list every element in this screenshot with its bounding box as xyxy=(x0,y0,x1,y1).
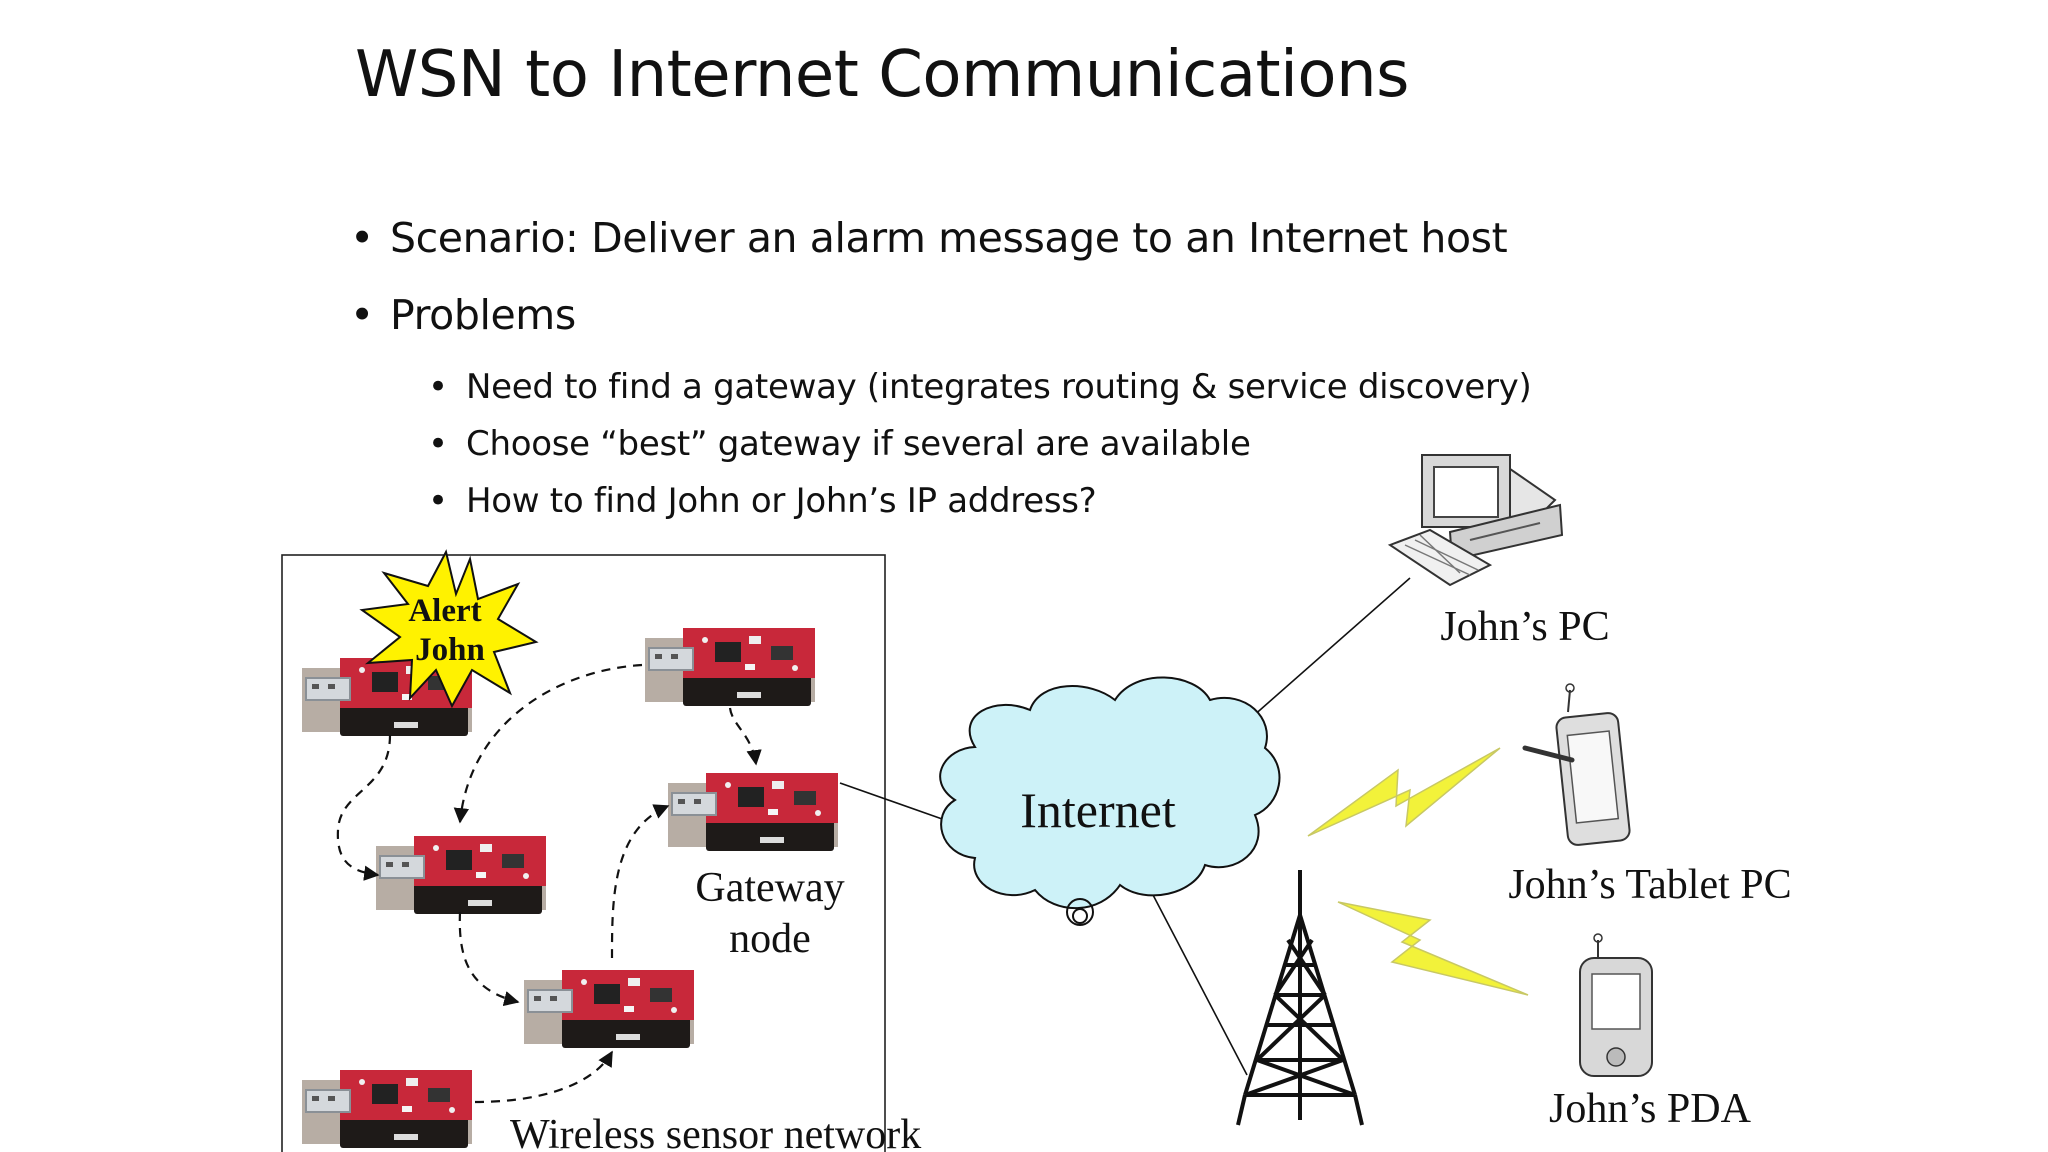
sub-bullet-gateway: Need to find a gateway (integrates routi… xyxy=(428,362,1532,419)
wireless-signal-icon xyxy=(1337,901,1529,996)
alert-text-line2: John xyxy=(415,632,485,668)
sub-bullet-find-john: How to find John or John’s IP address? xyxy=(428,476,1531,533)
tablet-label: John’s Tablet PC xyxy=(1508,862,1791,908)
gateway-label-line2: node xyxy=(729,916,811,962)
sub-bullet-best-gateway: Choose “best” gateway if several are ava… xyxy=(428,419,1531,476)
bullet-problems: Problems xyxy=(350,285,1531,362)
gateway-sensor-node xyxy=(667,772,839,852)
alert-burst-icon xyxy=(359,549,539,709)
pda-icon xyxy=(1579,933,1653,1077)
desktop-pc-icon xyxy=(1387,454,1564,587)
bullet-list: Scenario: Deliver an alarm message to an… xyxy=(350,208,1532,533)
pda-label: John’s PDA xyxy=(1549,1086,1752,1132)
sensor-node xyxy=(375,835,547,915)
routing-arrows xyxy=(336,663,762,1104)
cell-tower-icon xyxy=(1236,870,1364,1126)
cloud-tail xyxy=(1066,898,1094,926)
wsn-label: Wireless sensor network xyxy=(510,1112,921,1152)
cloud-tail xyxy=(1072,908,1088,924)
alert-text-line1: Alert xyxy=(408,593,481,629)
pc-label: John’s PC xyxy=(1440,604,1609,650)
wireless-signal-icon xyxy=(1307,747,1501,837)
internet-cloud-icon xyxy=(939,676,1281,910)
sensor-node xyxy=(523,969,695,1049)
tablet-pc-icon xyxy=(1522,683,1631,846)
wsn-frame xyxy=(281,554,886,1152)
sensor-node xyxy=(301,1069,473,1149)
sensor-node xyxy=(644,627,816,707)
bullet-scenario: Scenario: Deliver an alarm message to an… xyxy=(350,208,1531,285)
gateway-label-line1: Gateway xyxy=(695,865,844,911)
internet-label: Internet xyxy=(1020,782,1176,838)
connection-lines xyxy=(839,577,1411,1076)
slide-title: WSN to Internet Communications xyxy=(355,38,1409,112)
